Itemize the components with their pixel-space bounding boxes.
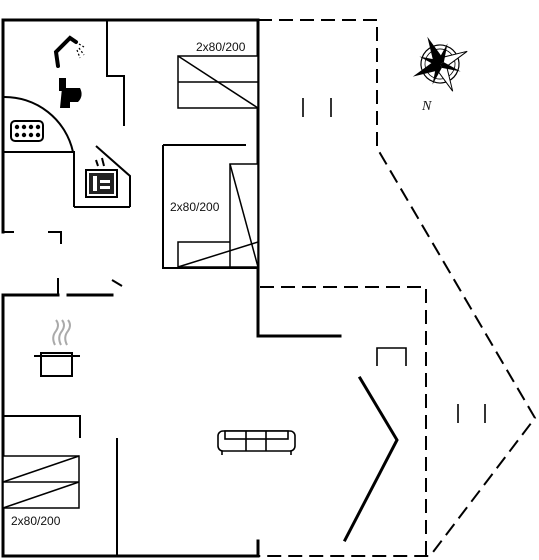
- terrace-chairs: [302, 98, 486, 423]
- bed-bottom-label: 2x80/200: [11, 514, 61, 528]
- sauna-icon: [85, 157, 118, 198]
- toilet-icon: [59, 78, 82, 108]
- bed-middle-label: 2x80/200: [170, 200, 220, 214]
- bed-bottom: [2, 455, 80, 509]
- compass-rose-icon: [412, 36, 468, 92]
- bed-top-label: 2x80/200: [196, 40, 246, 54]
- interior-walls: [3, 20, 258, 556]
- compass-north-label: N: [421, 99, 432, 114]
- whirlpool-room-arc: [2, 95, 74, 153]
- sofa-icon: [217, 430, 296, 455]
- whirlpool-tub-icon: [10, 120, 44, 142]
- shower-icon: [53, 35, 85, 68]
- bed-middle: [177, 163, 259, 268]
- bed-top: [177, 55, 259, 109]
- terrace-outline: [257, 19, 537, 557]
- cooking-pot-icon: [34, 319, 80, 377]
